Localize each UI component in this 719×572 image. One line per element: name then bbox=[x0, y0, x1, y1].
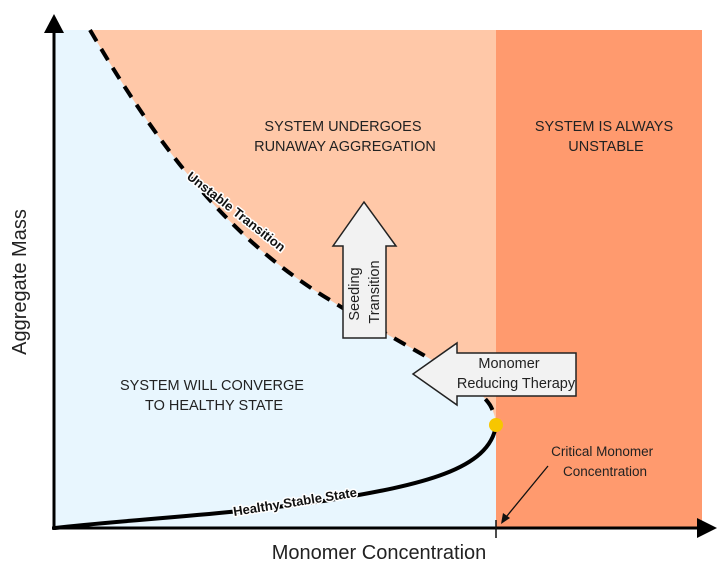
x-axis-label: Monomer Concentration bbox=[272, 542, 487, 564]
unstable-region-label: SYSTEM IS ALWAYS UNSTABLE bbox=[535, 119, 677, 155]
region-unstable bbox=[496, 30, 702, 528]
y-axis-label: Aggregate Mass bbox=[9, 209, 31, 355]
svg-text:Monomer Reducing Therapy: Monomer Reducing Therapy bbox=[457, 356, 576, 392]
x-axis-arrowhead bbox=[697, 518, 717, 538]
bifurcation-point bbox=[489, 418, 503, 432]
svg-text:Critical Monomer Concent: Critical Monomer Concentration bbox=[551, 444, 657, 479]
monomer-reducing-therapy-arrow: Monomer Reducing Therapy bbox=[411, 341, 577, 407]
region-runaway bbox=[90, 30, 496, 425]
healthy-region-label: SYSTEM WILL CONVERGE TO HEALTHY STATE bbox=[120, 378, 308, 414]
runaway-region-label: SYSTEM UNDERGOES RUNAWAY AGGREGATION bbox=[254, 119, 436, 155]
y-axis-arrowhead bbox=[44, 14, 64, 33]
x-axis bbox=[52, 518, 717, 538]
seeding-transition-arrow: Seeding Transition bbox=[331, 200, 398, 339]
critical-concentration-annotation: Critical Monomer Concentration bbox=[501, 444, 657, 524]
healthy-stable-curve bbox=[54, 424, 498, 530]
y-axis bbox=[44, 14, 64, 530]
svg-text:Seeding Transition: Seeding Transition bbox=[347, 260, 383, 323]
